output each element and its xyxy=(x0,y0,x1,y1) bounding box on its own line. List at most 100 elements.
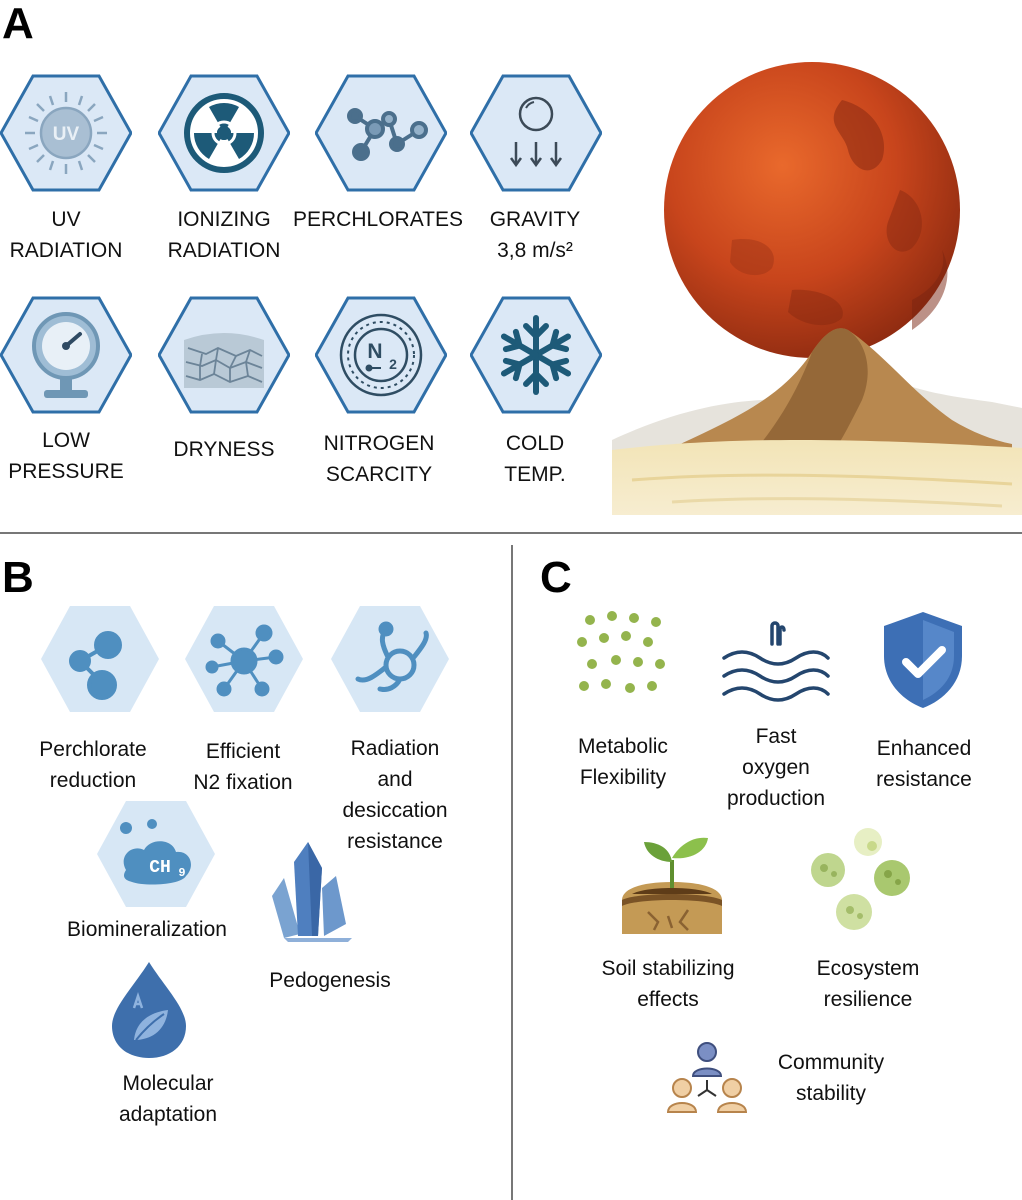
label-radiation-desiccation: Radiation and desiccation resistance xyxy=(318,733,472,857)
nitrogen-icon xyxy=(339,313,423,397)
crystal-icon xyxy=(264,838,360,942)
uv-sun-icon xyxy=(25,92,107,174)
label-ecosystem-resilience: Ecosystem resilience xyxy=(786,953,950,1015)
label-pedogenesis: Pedogenesis xyxy=(250,965,410,996)
perchlorate-molecule-icon xyxy=(69,631,122,700)
label-line: UV xyxy=(51,208,81,231)
label-line: resistance xyxy=(876,768,972,791)
desert-mountain xyxy=(612,328,1022,515)
label-line: desiccation xyxy=(342,799,448,822)
label-line: resistance xyxy=(347,830,443,853)
panel-letter-c: C xyxy=(540,553,572,602)
label-line: oxygen xyxy=(742,756,810,779)
label-line: and xyxy=(377,768,413,791)
ch-subscript: 9 xyxy=(178,866,185,880)
hex-dryness xyxy=(158,296,290,414)
label-line: RADIATION xyxy=(9,239,123,262)
label-line: PERCHLORATES xyxy=(293,208,463,231)
label-line: production xyxy=(726,787,826,810)
label-enhanced-resistance: Enhanced resistance xyxy=(846,733,1002,795)
label-line: Metabolic xyxy=(578,735,668,758)
label-ionizing-radiation: IONIZING RADIATION xyxy=(150,204,298,266)
label-line: Community xyxy=(777,1051,885,1074)
vertical-divider xyxy=(511,545,513,1200)
label-line: Enhanced xyxy=(876,737,972,760)
panel-letter-a: A xyxy=(2,0,34,48)
label-line: Biomineralization xyxy=(67,918,227,941)
label-line: Fast xyxy=(755,725,797,748)
label-line: resilience xyxy=(823,988,913,1011)
label-line: SCARCITY xyxy=(325,463,433,486)
label-line: IONIZING xyxy=(177,208,271,231)
organism-icon xyxy=(355,621,429,692)
label-dryness: DRYNESS xyxy=(150,434,298,465)
label-line: Pedogenesis xyxy=(269,969,391,992)
label-line: Ecosystem xyxy=(816,957,920,980)
hex-radiation-desiccation xyxy=(330,605,450,713)
label-line: Efficient xyxy=(205,740,281,763)
hex-nitrogen-scarcity: N 2 xyxy=(315,296,447,414)
water-waves-icon xyxy=(722,620,830,702)
label-line: Flexibility xyxy=(579,766,667,789)
label-metabolic-flexibility: Metabolic Flexibility xyxy=(548,731,698,793)
gravity-icon xyxy=(509,96,563,168)
label-line: DRYNESS xyxy=(173,438,275,461)
label-line: Molecular xyxy=(122,1072,214,1095)
label-line: Perchlorate xyxy=(39,738,147,761)
hex-cold-temp xyxy=(470,296,602,414)
cells-icon xyxy=(806,826,916,934)
label-nitrogen-scarcity: NITROGEN SCARCITY xyxy=(305,428,453,490)
ch-badge: CH xyxy=(149,858,171,878)
label-soil-stabilizing-effects: Soil stabilizing effects xyxy=(580,953,756,1015)
label-line: Radiation xyxy=(350,737,440,760)
label-line: COLD xyxy=(505,432,565,455)
label-line: NITROGEN xyxy=(323,432,435,455)
label-low-pressure: LOW PRESSURE xyxy=(0,425,132,487)
label-line: TEMP. xyxy=(504,463,566,486)
hex-uv-radiation: UV xyxy=(0,74,132,192)
water-drop-leaf-icon xyxy=(106,960,192,1060)
label-gravity: GRAVITY 3,8 m/s² xyxy=(465,204,605,266)
dots-grid-icon xyxy=(574,608,670,704)
hex-gravity xyxy=(470,74,602,192)
shield-check-icon xyxy=(880,610,966,710)
label-line: PRESSURE xyxy=(8,460,124,483)
methane-cloud-icon xyxy=(120,819,191,885)
label-molecular-adaptation: Molecular adaptation xyxy=(80,1068,256,1130)
label-line: effects xyxy=(637,988,699,1011)
label-perchlorate-reduction: Perchlorate reduction xyxy=(8,734,178,796)
pressure-gauge-icon xyxy=(32,312,100,398)
snowflake-icon xyxy=(500,315,572,395)
label-efficient-n2-fixation: Efficient N2 fixation xyxy=(166,736,320,798)
soil-sprout-icon xyxy=(618,832,726,938)
horizontal-divider xyxy=(0,532,1022,534)
label-line: Soil stabilizing xyxy=(601,957,735,980)
label-community-stability: Community stability xyxy=(752,1047,910,1109)
hex-perchlorates xyxy=(315,74,447,192)
label-line: LOW xyxy=(42,429,90,452)
uv-badge: UV xyxy=(53,124,80,145)
hex-biomineralization: CH 9 xyxy=(96,800,216,908)
hex-ionizing-radiation xyxy=(158,74,290,192)
label-line: GRAVITY xyxy=(489,208,581,231)
label-line: 3,8 m/s² xyxy=(497,239,573,262)
hex-efficient-n2-fixation xyxy=(184,605,304,713)
panel-letter-b: B xyxy=(2,553,34,602)
radiation-icon xyxy=(184,93,264,173)
label-line: reduction xyxy=(49,769,137,792)
people-network-icon xyxy=(666,1040,748,1114)
label-perchlorates: PERCHLORATES xyxy=(283,204,473,235)
nitrogen-network-icon xyxy=(205,624,284,697)
molecule-icon xyxy=(347,108,428,161)
mars-landscape-illustration xyxy=(612,40,1022,515)
label-line: N2 fixation xyxy=(193,771,293,794)
hex-perchlorate-reduction xyxy=(40,605,160,713)
label-line: RADIATION xyxy=(167,239,281,262)
mars-planet xyxy=(664,62,960,358)
hex-low-pressure xyxy=(0,296,132,414)
nitrogen-badge: N xyxy=(367,340,382,363)
label-line: stability xyxy=(795,1082,867,1105)
label-fast-oxygen-production: Fast oxygen production xyxy=(696,721,856,814)
nitrogen-subscript: 2 xyxy=(389,356,397,372)
label-uv-radiation: UV RADIATION xyxy=(0,204,132,266)
